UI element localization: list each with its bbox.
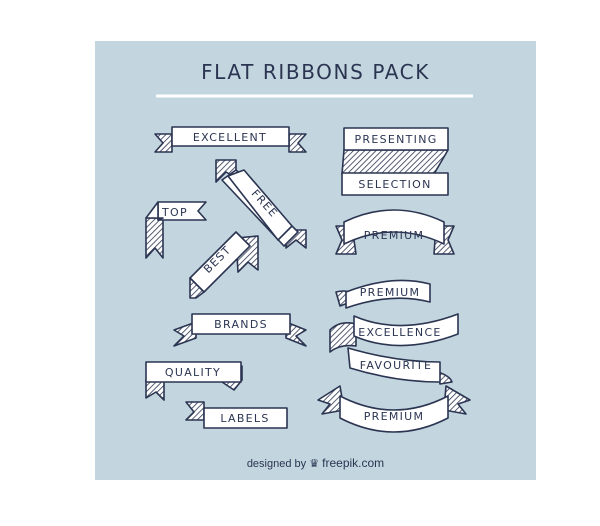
- ribbon-label-premium-arc: PREMIUM: [364, 229, 425, 242]
- ribbon-excellence: EXCELLENCE: [329, 313, 459, 353]
- ribbon-label-labels: LABELS: [220, 412, 269, 425]
- credit-prefix: designed by: [246, 458, 307, 470]
- ribbon-label-premium-bottom: PREMIUM: [364, 410, 425, 423]
- ribbon-favourite: FAVOURITE: [347, 347, 453, 385]
- ribbon-label-favourite: FAVOURITE: [360, 359, 432, 372]
- ribbon-presenting-selection: PRESENTING SELECTION: [341, 127, 449, 196]
- ribbon-excellent: EXCELLENT: [154, 126, 307, 153]
- ribbon-label-top: TOP: [161, 206, 188, 219]
- page-title: FLAT RIBBONS PACK: [201, 60, 430, 84]
- ribbon-best: BEST: [189, 231, 259, 299]
- ribbon-free: FREE: [215, 159, 307, 249]
- ribbon-labels: LABELS: [185, 401, 288, 429]
- ribbon-label-premium-wave: PREMIUM: [360, 286, 421, 299]
- ribbon-brands: BRANDS: [173, 313, 307, 347]
- ribbon-quality: QUALITY: [145, 361, 243, 401]
- ribbon-premium-wave: PREMIUM: [335, 279, 431, 309]
- credit-line: designed by ♛ freepik.com: [95, 456, 536, 470]
- crown-icon: ♛: [309, 458, 320, 470]
- ribbon-label-excellent: EXCELLENT: [193, 131, 267, 144]
- ribbon-label-selection: SELECTION: [358, 178, 431, 191]
- ribbon-label-brands: BRANDS: [214, 318, 268, 331]
- ribbon-label-quality: QUALITY: [165, 366, 221, 379]
- ribbon-label-presenting: PRESENTING: [354, 133, 437, 146]
- ribbon-premium-arc: PREMIUM: [335, 209, 455, 255]
- ribbon-label-excellence: EXCELLENCE: [358, 326, 441, 339]
- ribbon-premium-bottom: PREMIUM: [317, 385, 471, 433]
- ribbon-top: TOP: [145, 201, 207, 259]
- poster-background: [95, 41, 536, 480]
- credit-brand[interactable]: freepik.com: [322, 456, 385, 470]
